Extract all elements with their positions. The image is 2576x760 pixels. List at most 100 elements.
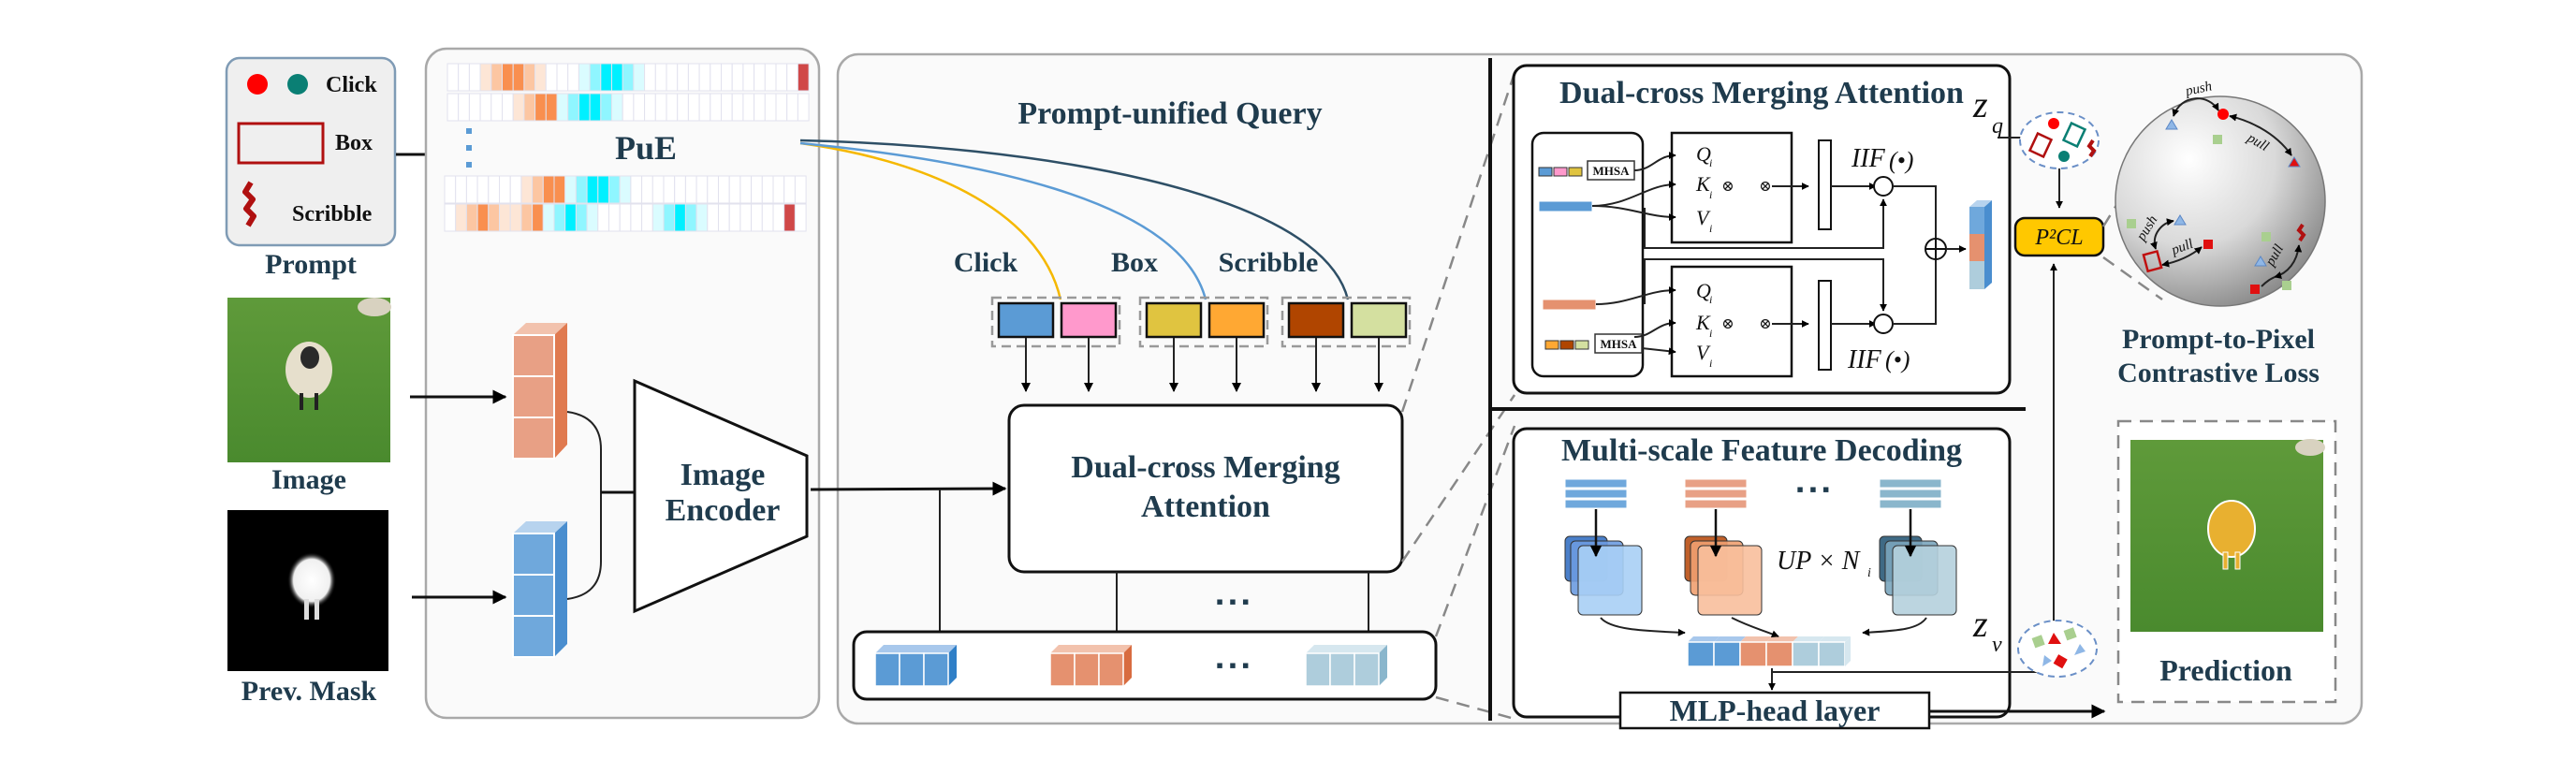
pue-dot [466, 128, 472, 134]
pue-cell [721, 93, 733, 122]
token-merge-bracket [566, 411, 602, 600]
concat-top [1819, 636, 1851, 642]
q-input-line [1633, 152, 1676, 171]
multiply-icon: ⊗ [1721, 179, 1734, 195]
v-input-line [1591, 205, 1676, 221]
token-cell [512, 533, 555, 576]
pue-cell [710, 63, 722, 92]
v-label: V [1696, 206, 1711, 229]
pue-cell [677, 93, 689, 122]
pue-cell [619, 175, 632, 204]
sphere-point [2174, 214, 2187, 226]
sheep-head [300, 346, 319, 369]
concatenated-feature [1687, 636, 1851, 667]
feature-block-side [1379, 645, 1387, 686]
pue-cell [663, 175, 676, 204]
feature-block-top [875, 645, 957, 653]
pue-cell [687, 93, 700, 122]
pue-cell [728, 203, 741, 232]
sphere-point [2127, 219, 2136, 228]
mask-leg [315, 599, 319, 620]
input-group-frame [1530, 131, 1645, 378]
pue-cell [575, 203, 588, 232]
query-panel-title: Prompt-unified Query [1017, 96, 1322, 131]
k-input-line [1591, 181, 1676, 207]
zoom-guide-line [1400, 394, 1516, 563]
pue-cell [597, 203, 609, 232]
feature-blocks [874, 645, 1387, 687]
feature-block-cell [1098, 652, 1124, 687]
pue-cell [476, 203, 490, 232]
pue-cell [509, 203, 522, 232]
pue-cell [556, 63, 569, 92]
pue-cell [698, 93, 711, 122]
msfd-token-bar [1879, 499, 1942, 509]
image-feature-mini [1538, 200, 1593, 212]
pue-cell [479, 63, 492, 92]
pue-cell [710, 93, 722, 122]
background-sheep [2295, 439, 2325, 456]
feature-block-side [1123, 645, 1132, 686]
pue-cell [600, 93, 612, 122]
feature-block-cell [1305, 652, 1331, 687]
mlp-head-block [1618, 691, 1931, 730]
pue-cell [651, 203, 665, 232]
pue-cell [772, 203, 785, 232]
pue-cell [488, 175, 500, 204]
pue-cell [698, 63, 711, 92]
pue-cell [578, 63, 591, 92]
sphere-point [2203, 240, 2213, 249]
mask-blob [287, 552, 336, 608]
image-encoder-block [633, 378, 809, 614]
prediction-label: Prediction [2159, 653, 2292, 687]
prompt-panel: Click Box Scribble Prompt [225, 56, 397, 280]
msfd-detail-title: Multi-scale Feature Decoding [1561, 433, 1962, 468]
token-top-face [513, 521, 567, 533]
prompt-embedding-cluster [2019, 111, 2100, 169]
feature-block-cell [1049, 652, 1076, 687]
pue-cell [764, 93, 777, 122]
click-point-icon [2058, 151, 2070, 162]
iif-label-top: IIF [1851, 144, 1886, 173]
pue-cell [567, 63, 579, 92]
pue-cell [786, 63, 798, 92]
pue-cell [575, 175, 588, 204]
msfd-detail-panel: Multi-scale Feature Decoding ▪▪▪ UP × N … [1512, 427, 2106, 730]
iif-multiply-icon [1873, 314, 1894, 334]
pue-cell [600, 63, 612, 92]
pue-cell [446, 93, 460, 122]
multiply-icon: ⊗ [1759, 316, 1771, 332]
pue-cell [633, 63, 646, 92]
dcma-block [1007, 403, 1404, 574]
msfd-token-bar [1684, 478, 1748, 489]
pue-cell [502, 93, 514, 122]
cross-connection-bottom [1644, 258, 1887, 312]
token-side-face [554, 323, 567, 459]
prompt-title: Prompt [265, 249, 357, 280]
pue-cell [728, 175, 741, 204]
encoder-label-line1: Image [681, 458, 766, 492]
msfd-map-front [1892, 545, 1957, 616]
scribble-icon [2086, 139, 2097, 158]
pue-cell [622, 93, 635, 122]
query-group-frame [1281, 296, 1412, 348]
norm-bar [1818, 280, 1832, 371]
msfd-token-bar [1879, 478, 1942, 489]
pue-cell [589, 63, 602, 92]
multiply-icon: ⊗ [1759, 179, 1771, 195]
sphere-point [2165, 119, 2178, 130]
q-subscript: i [1709, 293, 1712, 306]
pue-dot [466, 145, 472, 151]
image-feature-mini [1542, 299, 1597, 311]
pue-label: PuE [615, 129, 677, 167]
mlp-head-label: MLP-head layer [1670, 694, 1881, 727]
pue-cell [597, 175, 609, 204]
concat-side [1845, 636, 1851, 666]
query-group-frame [990, 296, 1121, 348]
k-label: K [1695, 172, 1711, 196]
concat-cell [1739, 641, 1767, 667]
mhsa-label: MHSA [1601, 337, 1638, 351]
query-token [1145, 301, 1203, 339]
pue-cell [754, 93, 766, 122]
query-group-frame [1138, 296, 1269, 348]
